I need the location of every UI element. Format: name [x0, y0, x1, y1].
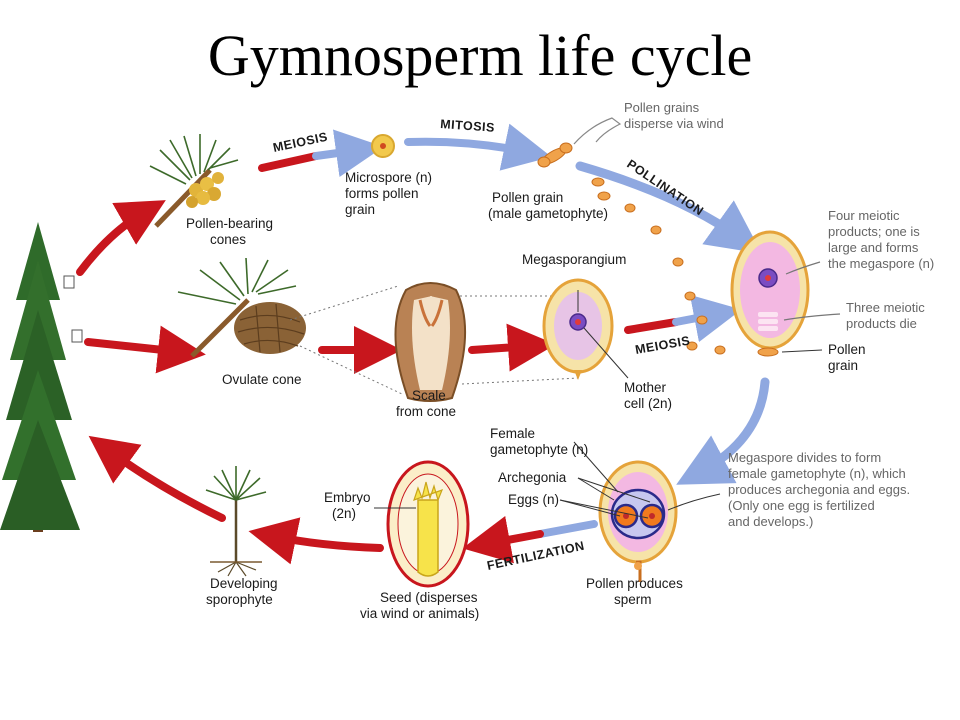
arrow-seed-to-sporophyte	[248, 517, 384, 565]
ovulate-cone-illustration	[177, 257, 306, 358]
pollen-grains-dispersing	[537, 142, 726, 355]
megasporangium-illustration	[542, 278, 629, 380]
label-sporophyte: Developing sporophyte	[206, 576, 281, 607]
sporophyte-illustration	[205, 466, 267, 577]
label-seed: Seed (disperses via wind or animals)	[360, 590, 481, 621]
label-scale: Scale from cone	[396, 388, 456, 419]
pollen-cones-illustration	[149, 134, 239, 228]
label-pollen-disperse: Pollen grains disperse via wind	[624, 100, 724, 131]
arrow-meiosis-mid	[624, 294, 742, 343]
red-arrows	[76, 200, 556, 565]
arrow-tree-to-ovulate-cone	[84, 325, 206, 374]
label-megasporangium: Megasporangium	[522, 252, 626, 267]
label-four-meiotic: Four meiotic products; one is large and …	[828, 208, 934, 271]
microspore-illustration	[371, 134, 395, 158]
arrow-fertilization	[462, 516, 598, 564]
label-eggs: Eggs (n)	[508, 492, 559, 507]
tree-illustration	[0, 222, 83, 532]
step-label-mitosis: MITOSIS	[440, 117, 496, 135]
arrow-mitosis	[404, 123, 552, 171]
arrow-tree-to-pollen-cones	[76, 200, 166, 276]
label-three-meiotic: Three meiotic products die	[846, 300, 928, 331]
arrow-meiosis-top	[258, 129, 384, 178]
seed-illustration	[374, 460, 470, 588]
diagram-title: Gymnosperm life cycle	[207, 23, 753, 88]
label-ovulate-cone: Ovulate cone	[222, 372, 302, 387]
label-megaspore-divides: Megaspore divides to form female gametop…	[728, 450, 914, 529]
hand-icon-disperse	[573, 117, 622, 145]
label-pollen-sperm: Pollen produces sperm	[586, 576, 687, 607]
arrow-sporophyte-to-tree	[88, 435, 226, 522]
label-archegonia: Archegonia	[498, 470, 567, 485]
arrow-scale-to-megasporangium	[468, 323, 556, 372]
label-female-gametophyte: Female gametophyte (n)	[490, 426, 588, 457]
label-pollen-cones: Pollen-bearing cones	[186, 216, 277, 247]
label-pollen-grain-right: Pollen grain	[828, 342, 869, 373]
arrow-megaspore-divides	[676, 377, 770, 485]
step-label-meiosis-mid: MEIOSIS	[634, 334, 691, 357]
scale-illustration	[394, 282, 467, 402]
label-embryo: Embryo (2n)	[324, 490, 374, 521]
arrow-pollination	[575, 161, 762, 254]
label-pollen-grain: Pollen grain (male gametophyte)	[488, 190, 608, 221]
ovule-meiotic-products-illustration	[730, 230, 841, 357]
label-microspore: Microspore (n) forms pollen grain	[345, 170, 436, 217]
female-gametophyte-illustration	[559, 441, 721, 582]
label-mother-cell: Mother cell (2n)	[624, 380, 672, 411]
step-label-meiosis-top: MEIOSIS	[272, 130, 329, 155]
